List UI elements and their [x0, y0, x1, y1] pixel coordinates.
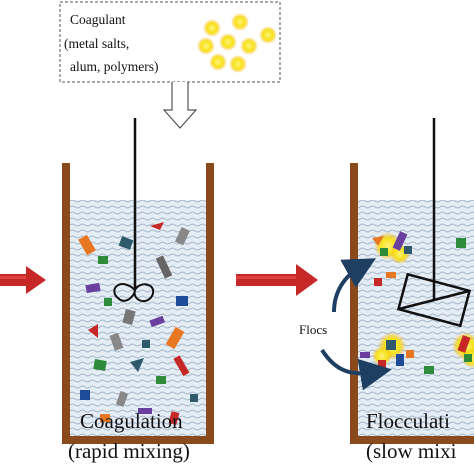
- coagulant-callout: [59, 1, 281, 129]
- stage-title-flocculation: Flocculati: [366, 409, 450, 433]
- rapid-mixer-impeller: [113, 283, 155, 303]
- floc-pointer-arrows: [320, 258, 392, 391]
- floc-single-bottom: [424, 366, 434, 374]
- coagulant-particles: [197, 13, 277, 73]
- floc-cluster-top: [372, 231, 412, 264]
- coagulant-examples-line1: (metal salts,: [64, 36, 130, 51]
- transfer-arrow: [236, 264, 318, 296]
- inflow-arrow: [0, 266, 46, 294]
- flocs-label: Flocs: [299, 322, 328, 337]
- floc-cluster-right: [452, 332, 474, 368]
- suspended-particles: [78, 222, 198, 425]
- coagulant-examples-line2: alum, polymers): [70, 59, 159, 74]
- stage-title-coagulation: Coagulation: [80, 409, 183, 433]
- coagulant-label: Coagulant: [70, 12, 126, 27]
- stage-subtitle-coagulation: (rapid mixing): [68, 439, 190, 463]
- flocculation-tank: [350, 118, 474, 444]
- down-arrow-icon: [162, 82, 198, 129]
- slow-mixer-paddle: [396, 272, 472, 328]
- coagulation-tank: [62, 118, 214, 444]
- floc-cluster-mid-left: [374, 272, 396, 286]
- floc-cluster-top-right: [456, 238, 466, 248]
- stage-subtitle-flocculation: (slow mixi: [366, 439, 457, 463]
